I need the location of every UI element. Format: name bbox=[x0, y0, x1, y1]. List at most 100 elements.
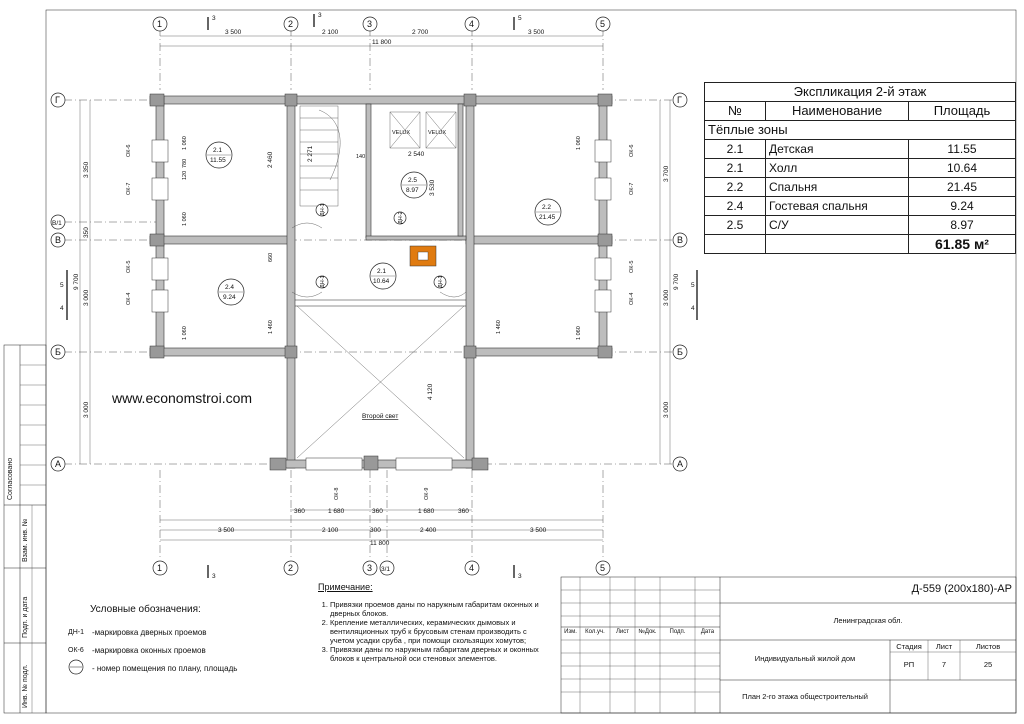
note-item: Привязки даны по наружным габаритам двер… bbox=[330, 645, 548, 663]
door-marker-4: ДН-1 bbox=[438, 275, 444, 288]
explication-title: Экспликация 2-й этаж bbox=[704, 82, 1016, 102]
dim-top-3: 2 700 bbox=[412, 29, 429, 36]
axis-right-b: Б bbox=[677, 347, 683, 357]
axis-bottom-31: 3/1 bbox=[381, 566, 390, 573]
stamp-sheets-label: Листов bbox=[975, 642, 1001, 651]
side-label-replace: Взам. инв. № bbox=[22, 518, 29, 562]
room-area-3: 21.45 bbox=[539, 214, 556, 221]
legend-text: -маркировка дверных проемов bbox=[92, 627, 207, 637]
row-no: 2.1 bbox=[704, 139, 766, 159]
bottom-axes: 1 2 3 3/1 4 5 3 3 bbox=[152, 560, 611, 580]
table-row: 2.5 С/У 8.97 bbox=[704, 215, 1016, 235]
right-dimensions: 3 700 3 000 3 000 9 700 5 4 bbox=[659, 100, 698, 464]
axis-right-a: А bbox=[677, 459, 683, 469]
room-id-5: 2.1 bbox=[377, 268, 386, 275]
stamp-col-izm: Изм. bbox=[564, 629, 577, 635]
dim-left-total: 9 700 bbox=[73, 273, 80, 290]
table-row: 2.2 Спальня 21.45 bbox=[704, 177, 1016, 197]
dim-inner-4: 2 540 bbox=[408, 151, 425, 158]
stamp-col-kolvo: Кол.уч. bbox=[585, 629, 605, 635]
second-light-void: Второй свет 4 120 bbox=[296, 305, 465, 459]
door-markers: ДН-1 ДН-2 ДН-1 ДН-1 bbox=[291, 203, 467, 298]
room-area-4: 9.24 bbox=[223, 294, 236, 301]
section-mark-left-5: 5 bbox=[60, 282, 64, 289]
dim-left-1: 3 350 bbox=[83, 161, 90, 178]
velux-label-1: VELUX bbox=[392, 130, 410, 136]
top-dimensions: 3 500 2 100 2 700 3 500 11 800 bbox=[159, 28, 604, 90]
dim-bottom-4: 2 400 bbox=[420, 527, 437, 534]
axis-top-1: 1 bbox=[157, 19, 162, 29]
legend-code: ОК-6 bbox=[68, 646, 84, 654]
row-name: Гостевая спальня bbox=[765, 196, 909, 216]
section-mark-top-a: 3 bbox=[212, 15, 216, 22]
table-row: 2.4 Гостевая спальня 9.24 bbox=[704, 196, 1016, 216]
axis-left-g: Г bbox=[55, 95, 60, 105]
website-url[interactable]: www.economstroi.com bbox=[112, 390, 253, 406]
window-label-bottom-2: ОК-9 bbox=[424, 488, 430, 500]
note-item: Привязки проемов даны по наружным габари… bbox=[330, 600, 548, 618]
section-mark-top-b: 3 bbox=[318, 12, 322, 19]
stamp-sheet: 7 bbox=[941, 660, 947, 669]
top-axes: 1 2 3 4 5 3 3 5 bbox=[152, 12, 611, 32]
window-label-left-2: ОК-7 bbox=[126, 183, 132, 195]
room-id-4: 2.4 bbox=[225, 284, 234, 291]
stamp-stage-label: Стадия bbox=[896, 642, 922, 651]
section-mark-right-4: 4 bbox=[691, 305, 695, 312]
stamp-title: План 2-го этажа общестроительный bbox=[742, 692, 868, 701]
dim-stair: 2 271 bbox=[307, 145, 314, 162]
dim-bottom-3: 300 bbox=[370, 527, 381, 534]
explication-total: 61.85 м² bbox=[908, 234, 1016, 254]
side-label-agreed: Согласовано bbox=[7, 457, 14, 500]
stair: 2 271 bbox=[299, 105, 341, 207]
section-mark-bottom-b: 3 bbox=[518, 573, 522, 580]
row-no: 2.5 bbox=[704, 215, 766, 235]
explication-col-no: № bbox=[704, 101, 766, 121]
axis-top-3: 3 bbox=[367, 19, 372, 29]
dim-bottom-5: 3 500 bbox=[530, 527, 547, 534]
dim-top-1: 3 500 bbox=[225, 29, 242, 36]
dim-right-1: 3 700 bbox=[663, 165, 670, 182]
axis-right-v: В bbox=[677, 235, 683, 245]
row-area: 8.97 bbox=[908, 215, 1016, 235]
dim-inner-5: 3 530 bbox=[429, 179, 436, 196]
stamp-object: Индивидуальный жилой дом bbox=[754, 654, 856, 663]
explication-section: Тёплые зоны bbox=[704, 120, 1016, 140]
walls bbox=[149, 95, 613, 469]
dim-inner-7: 780 bbox=[182, 159, 188, 168]
notes-title: Примечание: bbox=[318, 582, 373, 592]
dim-top-4: 3 500 bbox=[528, 29, 545, 36]
legend-text: -маркировка оконных проемов bbox=[92, 645, 206, 655]
explication-col-name: Наименование bbox=[765, 101, 909, 121]
dim-left-2: 350 bbox=[83, 227, 90, 238]
row-area: 21.45 bbox=[908, 177, 1016, 197]
room-id-3: 2.2 bbox=[542, 204, 551, 211]
row-area: 9.24 bbox=[908, 196, 1016, 216]
stamp-col-list: Лист bbox=[615, 629, 630, 635]
dim-inner-6: 1 060 bbox=[182, 136, 188, 150]
stamp-stage: РП bbox=[903, 660, 915, 669]
explication-table: Экспликация 2-й этаж № Наименование Площ… bbox=[704, 82, 1016, 254]
door-marker-2: ДН-2 bbox=[398, 211, 404, 224]
table-row: 2.1 Холл 10.64 bbox=[704, 158, 1016, 178]
door-marker-3: ДН-1 bbox=[320, 275, 326, 288]
left-dimensions: 3 350 350 3 000 3 000 9 700 5 4 bbox=[60, 100, 91, 464]
legend-text: - номер помещения по плану, площадь bbox=[92, 663, 238, 673]
room-markers: 2.1 11.55 2.5 8.97 2.2 21.45 2.4 9.24 2.… bbox=[205, 141, 562, 306]
windows: ОК-6 ОК-7 ОК-5 ОК-4 ОК-6 ОК-7 ОК-5 ОК-4 … bbox=[126, 139, 635, 500]
dim-left-4: 3 000 bbox=[83, 401, 90, 418]
axis-left-b: Б bbox=[55, 347, 61, 357]
room-symbol-icon bbox=[68, 659, 92, 677]
legend-item: ОК-6 -маркировка оконных проемов bbox=[68, 641, 308, 659]
axis-left-v: В bbox=[55, 235, 61, 245]
dim-top-2: 2 100 bbox=[322, 29, 339, 36]
stamp-region: Ленинградская обл. bbox=[833, 616, 903, 625]
axis-bottom-2: 2 bbox=[288, 563, 293, 573]
velux-windows: VELUX VELUX bbox=[389, 111, 457, 149]
legend: Условные обозначения: ДН-1 -маркировка д… bbox=[68, 604, 308, 677]
dim-open-1: 360 bbox=[294, 508, 305, 515]
dim-open-5: 360 bbox=[458, 508, 469, 515]
window-label-left-1: ОК-6 bbox=[126, 145, 132, 157]
room-area-2: 8.97 bbox=[406, 187, 419, 194]
stamp-col-doc: №Док. bbox=[638, 629, 657, 635]
